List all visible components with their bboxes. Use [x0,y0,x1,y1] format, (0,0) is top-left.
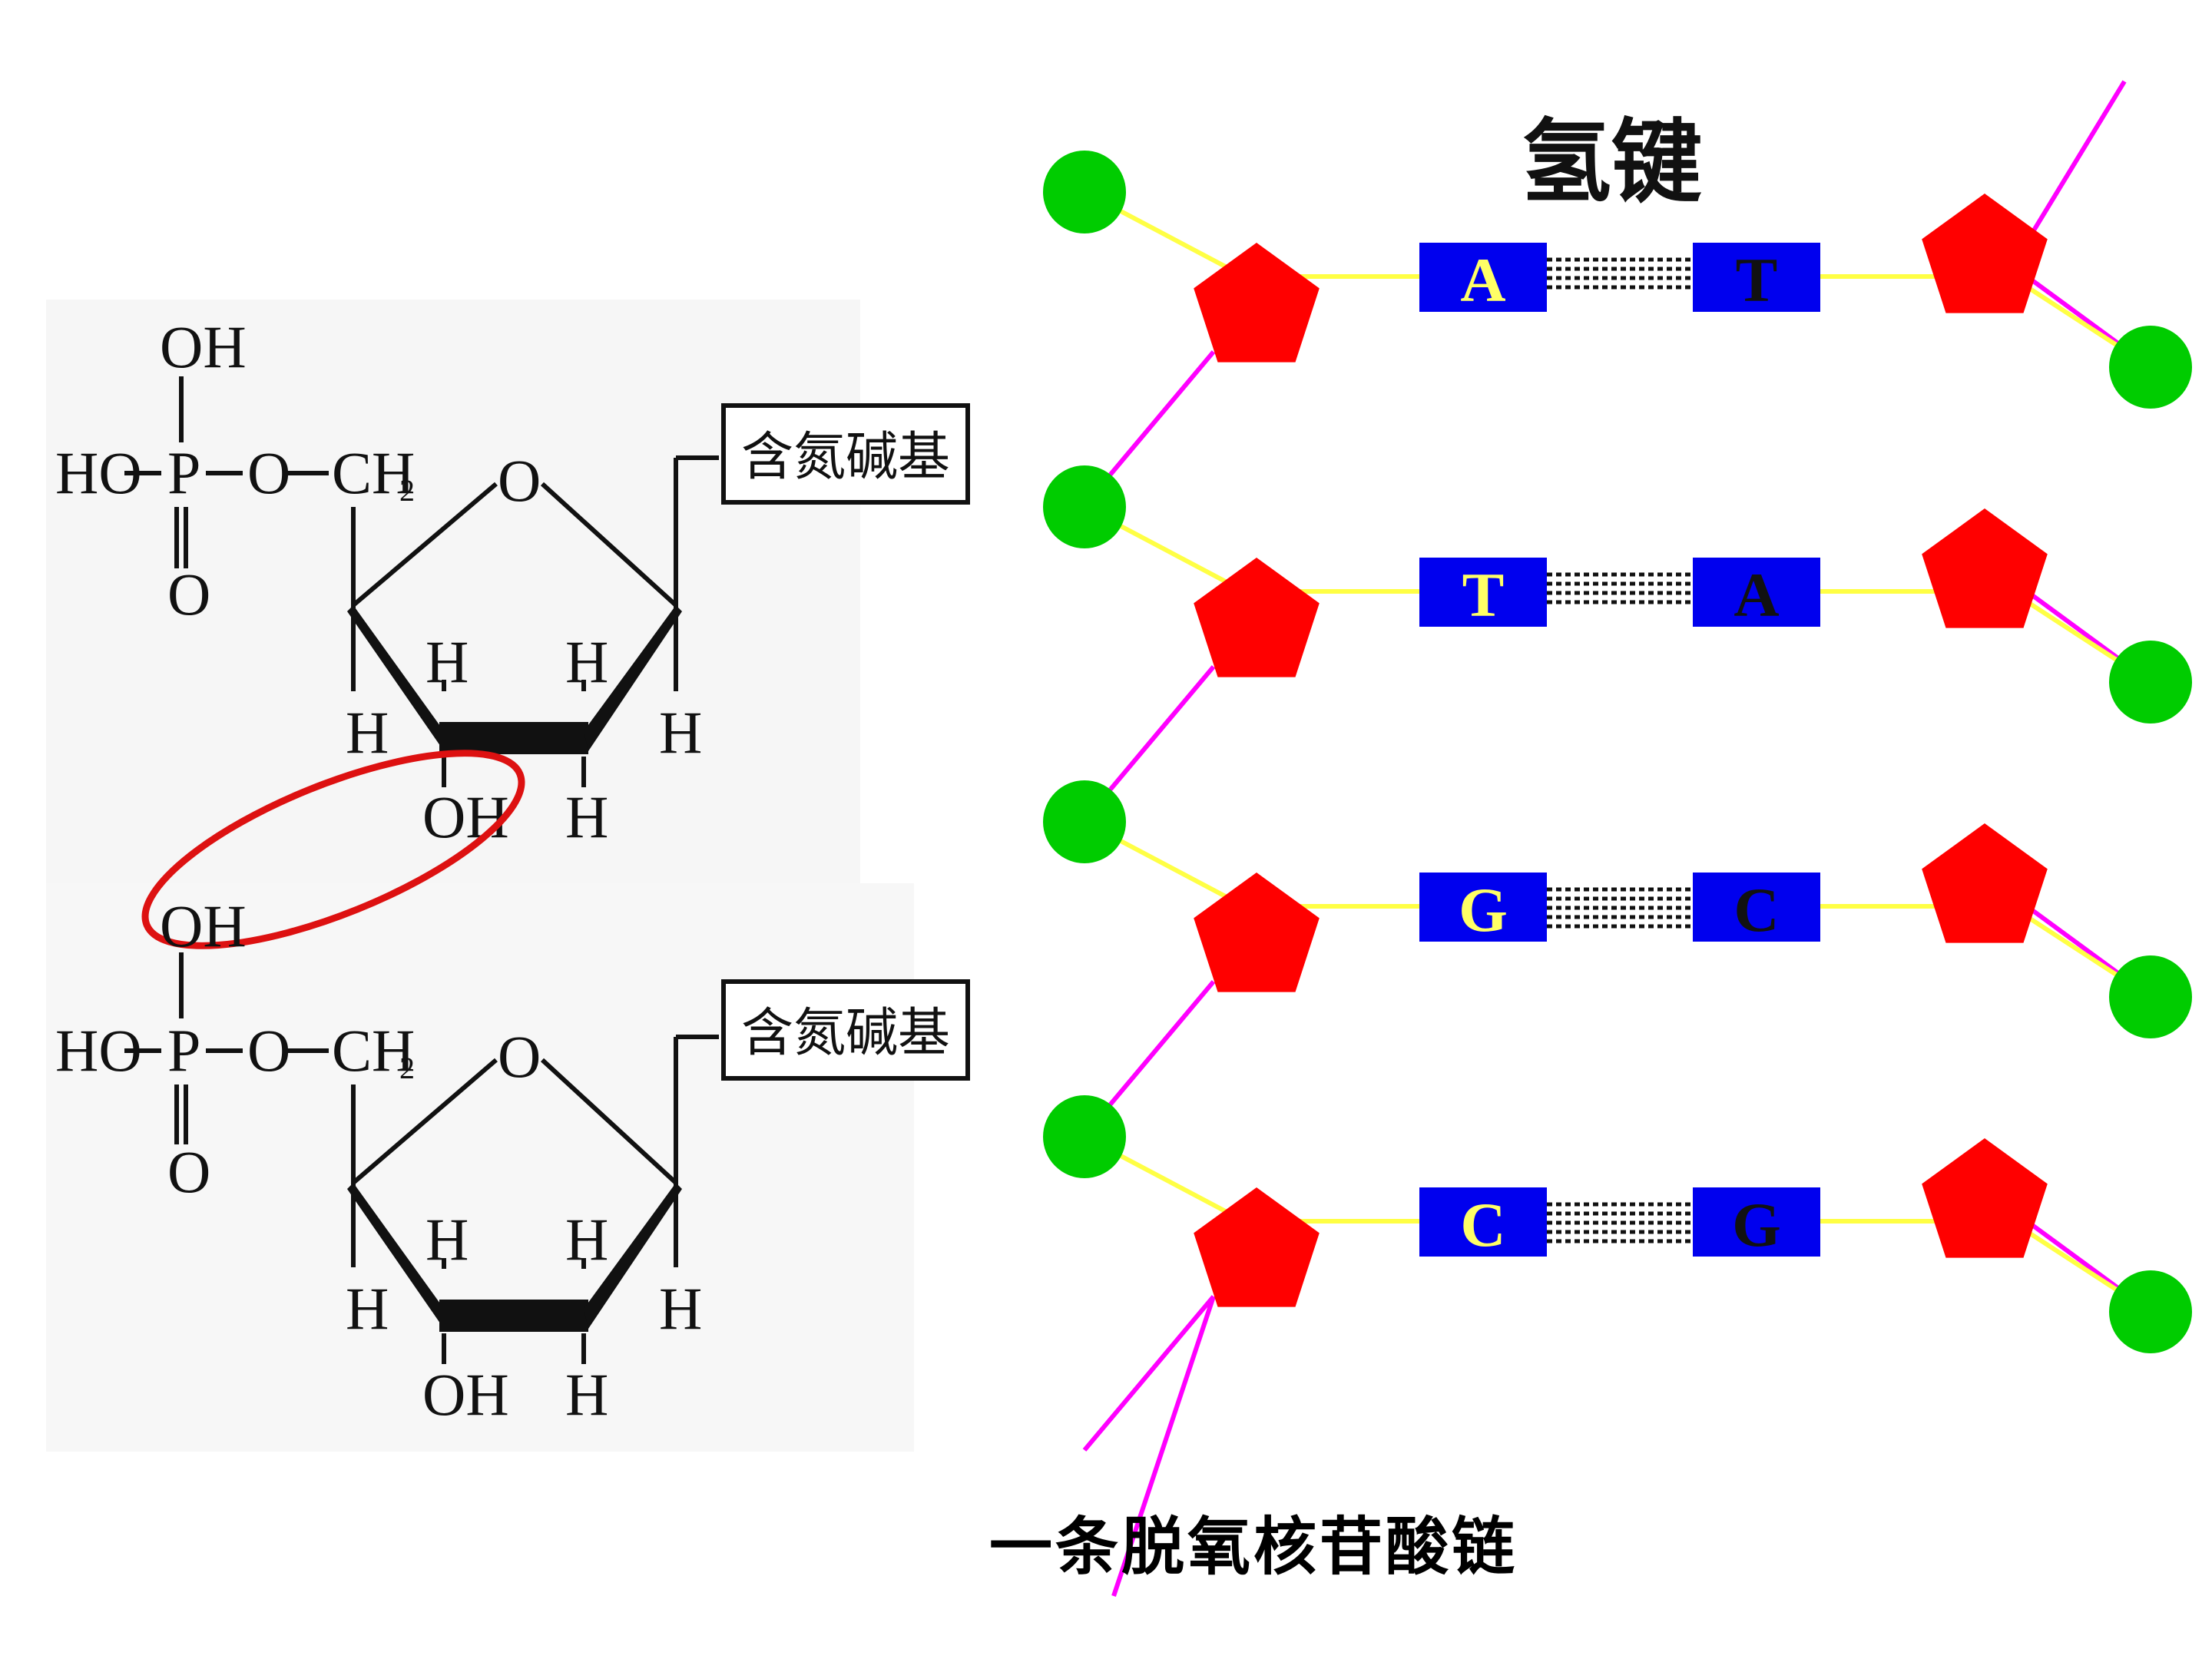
deoxyribose-right-pentagon [1922,194,2048,313]
deoxyribose-left-pentagon [1194,873,1320,992]
h-label: H [565,1206,608,1273]
o-double-label: O [167,1138,210,1205]
h-label: H [659,1275,702,1342]
ring-wedge-bottom-top [439,722,588,754]
base-left-letter: A [1460,245,1505,315]
base-box-top: 含氮碱基 [721,403,970,505]
base-right-box [1693,243,1820,312]
oh-label: OH [422,783,509,850]
left-backbone-tail [1111,1296,1216,1597]
ring-wedge-left-bottom [347,1183,444,1329]
phosphate-right-circle [2109,641,2192,724]
deoxyribose-right-pentagon [1922,823,2048,943]
deoxyribose-right-pentagon [1922,508,2048,628]
sub2-label: 2 [399,473,415,508]
atom-labels-top: OH HO P O CH 2 O O H H H H OH H [55,313,702,850]
oh-label: OH [160,892,247,959]
o-double-label: O [167,561,210,628]
atom-labels-bottom: OH HO P O CH 2 O O H H H H OH H [55,892,702,1428]
base-box-bottom: 含氮碱基 [721,979,970,1081]
base-left-letter: T [1462,560,1505,630]
phosphate-left-circle [1043,465,1126,548]
base-left-letter: G [1459,875,1508,945]
h-label: H [346,699,389,766]
phosphate-right-circle [2109,955,2192,1038]
phosphate-left-circle [1043,780,1126,863]
base-right-letter: G [1732,1190,1781,1260]
base-left-box [1419,243,1547,312]
base-left-box [1419,558,1547,627]
deoxyribose-left-pentagon [1194,243,1320,363]
h-label: H [426,1206,469,1273]
ch-label: CH [332,1017,415,1084]
hydrogen-bond-title: 氢键 [1521,109,1702,215]
sub2-label: 2 [399,1051,415,1085]
base-box-label: 含氮碱基 [741,427,950,488]
o-label: O [247,1017,290,1084]
base-left-letter: C [1460,1190,1505,1260]
scan-background-bottom [46,883,914,1452]
base-left-box [1419,873,1547,942]
ring-wedge-left-top [347,605,444,751]
ch-label: CH [332,439,415,506]
deoxyribose-right-pentagon [1922,1138,2048,1258]
phosphate-left-circle [1043,151,1126,233]
chain-caption: 一条脱氧核苷酸链 [989,1511,1518,1584]
p-label: P [167,439,200,506]
ho-label: HO [55,1017,142,1084]
oh-highlight-ellipse [141,750,525,949]
base-right-letter: T [1736,245,1778,315]
ring-wedge-bottom-bottom [439,1300,588,1332]
h-label: H [565,783,608,850]
ring-o-label: O [498,1023,541,1090]
phosphate-right-circle [2109,1270,2192,1353]
oh-label: OH [422,1361,509,1428]
oh-label: OH [160,313,247,380]
h-label: H [659,699,702,766]
base-right-box [1693,558,1820,627]
deoxyribose-left-pentagon [1194,1187,1320,1307]
ring-o-label: O [498,447,541,514]
p-label: P [167,1017,200,1084]
base-right-box [1693,1187,1820,1257]
h-label: H [426,628,469,695]
h-label: H [346,1275,389,1342]
base-box-label: 含氮碱基 [741,1003,950,1064]
ho-label: HO [55,439,142,506]
nucleotide-structure-top [124,376,719,787]
base-right-letter: A [1734,560,1779,630]
h-label: H [565,1361,608,1428]
o-label: O [247,439,290,506]
ring-wedge-right-top [584,605,682,751]
ring-wedge-right-bottom [584,1183,682,1329]
base-right-box [1693,873,1820,942]
deoxyribose-left-pentagon [1194,558,1320,677]
h-label: H [565,628,608,695]
base-right-letter: C [1734,875,1779,945]
phosphate-left-circle [1043,1095,1126,1178]
dna-double-strand-model: A T T A G C C G [1043,80,2192,1597]
phosphate-right-circle [2109,326,2192,409]
left-backbone-segment [1082,1295,1216,1452]
base-left-box [1419,1187,1547,1257]
